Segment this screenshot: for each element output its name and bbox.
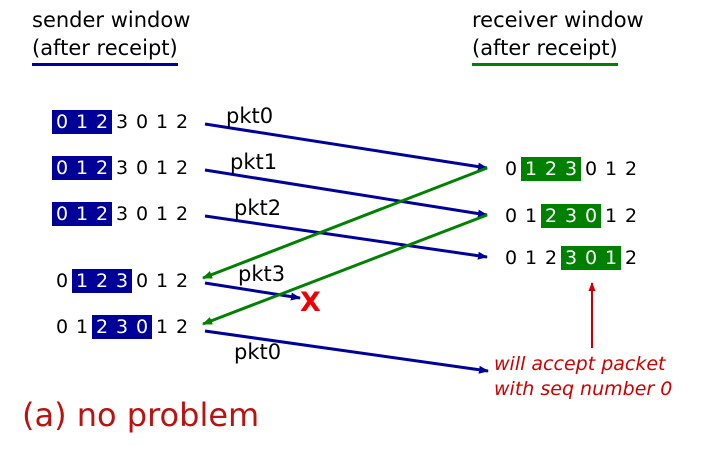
sequence-number-cell: 2 [624,158,638,180]
figure-caption: (a) no problem [22,396,260,434]
sequence-number-cell: 3 [561,157,581,181]
sequence-number-cell: 0 [504,247,518,269]
ack-arrows [202,166,488,326]
sequence-number-cell: 1 [524,247,538,269]
sequence-number-cell: 3 [115,111,129,133]
packet-label-pkt2: pkt2 [234,196,282,220]
sequence-number-cell: 0 [584,158,598,180]
pkt0-retransmit-arrow [204,329,489,374]
sequence-number-cell: 0 [135,270,149,292]
sequence-number-cell: 1 [72,269,92,293]
sequence-number-cell: 2 [92,202,112,226]
sequence-number-cell: 1 [521,157,541,181]
sequence-number-cell: 1 [75,316,89,338]
sequence-number-cell: 3 [112,315,132,339]
sequence-number-cell: 0 [581,246,601,270]
sequence-number-cell: 0 [55,270,69,292]
sequence-number-cell: 3 [112,269,132,293]
sequence-number-cell: 0 [52,110,72,134]
sequence-number-cell: 2 [624,205,638,227]
sequence-number-cell: 0 [132,315,152,339]
sequence-number-cell: 0 [135,111,149,133]
receiver-header-line2: (after receipt) [472,34,618,66]
sequence-number-cell: 0 [52,202,72,226]
sequence-number-cell: 1 [604,205,618,227]
sequence-number-cell: 2 [92,315,112,339]
ack-arrow-2 [202,213,488,326]
pkt3-arrow-lost [204,281,301,301]
sequence-number-cell: 2 [624,247,638,269]
sequence-number-cell: 2 [92,110,112,134]
sequence-number-cell: 1 [155,203,169,225]
sequence-number-cell: 1 [155,316,169,338]
note-line2: with seq number 0 [494,378,673,400]
sequence-number-cell: 3 [561,204,581,228]
sequence-number-cell: 0 [504,205,518,227]
sequence-number-cell: 1 [155,157,169,179]
sequence-number-cell: 0 [55,316,69,338]
sequence-number-cell: 1 [604,158,618,180]
accept-packet-note: will accept packet with seq number 0 [494,352,672,402]
sequence-number-cell: 2 [175,203,189,225]
sequence-number-cell: 3 [115,203,129,225]
sender-header-line2: (after receipt) [32,34,178,66]
packet-label-pkt1: pkt1 [230,150,278,174]
sequence-number-cell: 0 [504,158,518,180]
packet-loss-x-icon: X [300,287,321,318]
sequence-number-cell: 0 [581,204,601,228]
ack-arrow-1 [202,166,488,280]
packet-label-pkt0: pkt0 [226,104,274,128]
sequence-number-cell: 1 [72,156,92,180]
pkt0-arrow [204,122,488,171]
data-packet-arrows [204,122,489,374]
packet-label-pkt3: pkt3 [238,262,286,286]
sequence-number-cell: 0 [52,156,72,180]
sequence-number-cell: 0 [135,203,149,225]
sequence-number-cell: 1 [155,111,169,133]
pkt2-arrow [204,214,488,260]
sequence-number-cell: 2 [175,316,189,338]
sequence-number-cell: 0 [135,157,149,179]
sequence-number-cell: 2 [92,269,112,293]
sequence-number-cell: 2 [541,204,561,228]
sequence-number-cell: 2 [175,270,189,292]
sequence-number-cell: 2 [175,111,189,133]
sequence-number-cell: 2 [175,157,189,179]
receiver-header-line1: receiver window [472,8,644,32]
sequence-number-cell: 1 [72,110,92,134]
receiver-window-header: receiver window (after receipt) [472,6,644,66]
sequence-number-cell: 2 [541,157,561,181]
sequence-number-cell: 2 [92,156,112,180]
sequence-number-cell: 2 [544,247,558,269]
sequence-number-cell: 1 [601,246,621,270]
packet-label-pkt0: pkt0 [234,340,282,364]
pkt1-arrow [204,168,488,218]
sequence-number-cell: 1 [524,205,538,227]
sequence-number-cell: 1 [155,270,169,292]
sequence-number-cell: 3 [115,157,129,179]
sender-window-header: sender window (after receipt) [32,6,190,66]
sequence-number-cell: 1 [72,202,92,226]
sequence-number-cell: 3 [561,246,581,270]
sender-header-line1: sender window [32,8,191,32]
note-line1: will accept packet [494,353,666,375]
